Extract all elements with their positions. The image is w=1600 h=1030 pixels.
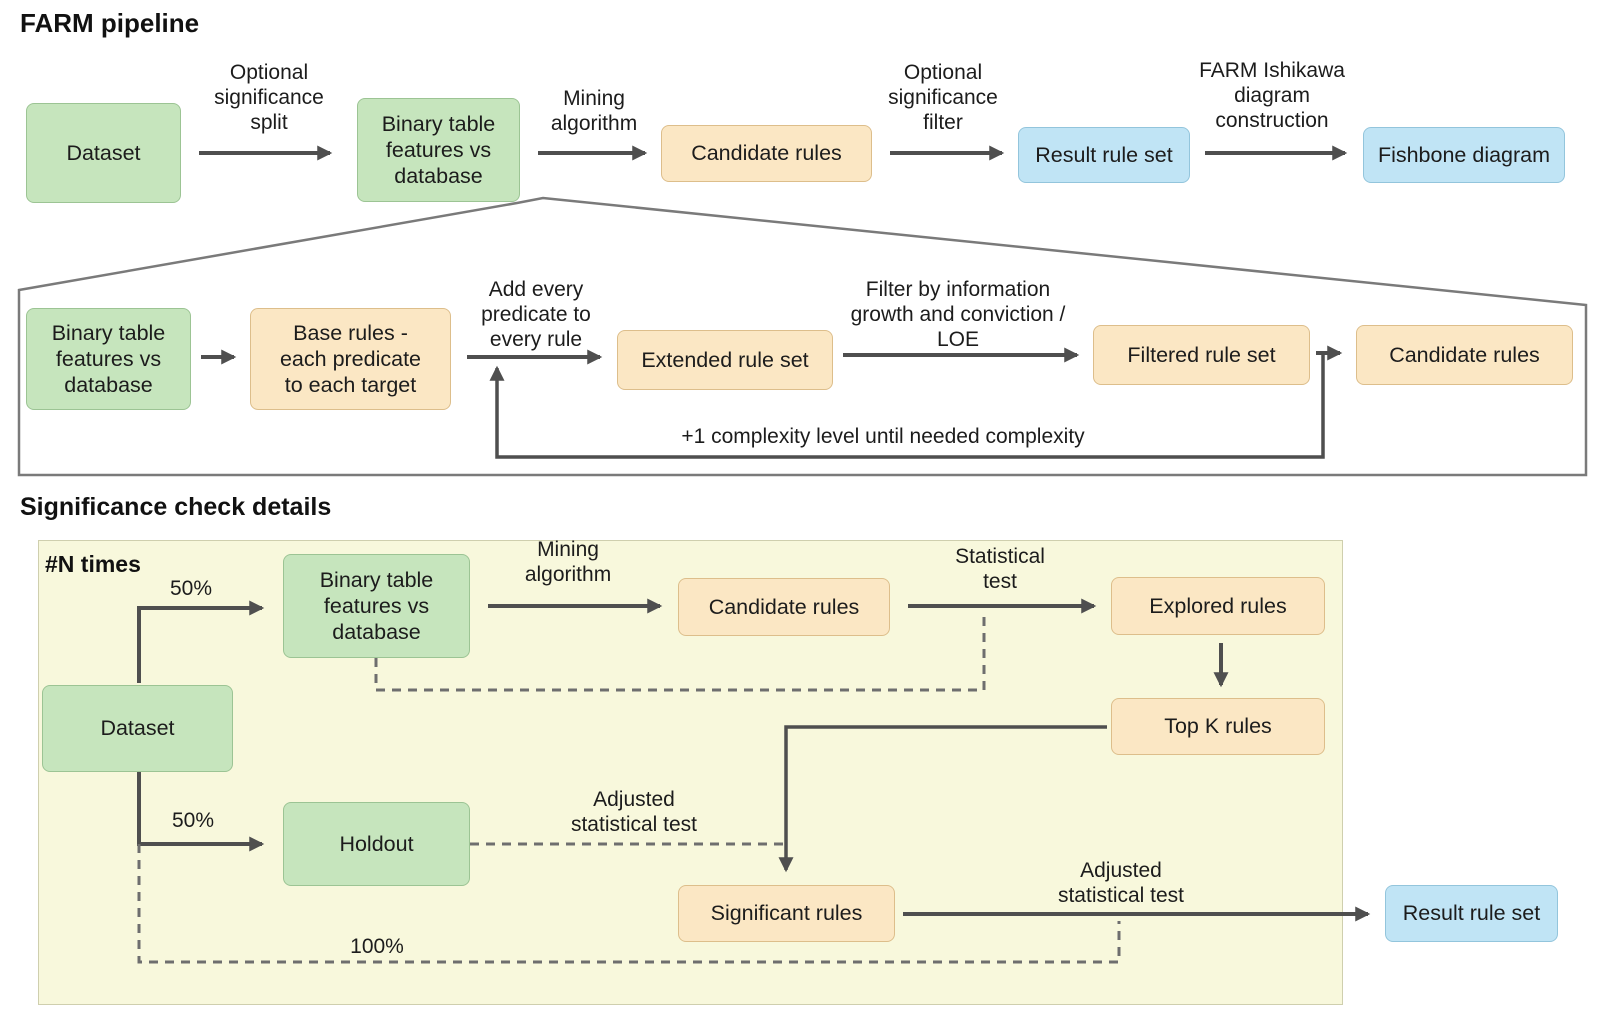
- node-binary-table-sig: Binary table features vs database: [283, 554, 470, 658]
- loop-label-complexity: +1 complexity level until needed complex…: [681, 425, 1085, 448]
- node-top-k-rules: Top K rules: [1111, 698, 1325, 755]
- node-dataset-sig: Dataset: [42, 685, 233, 772]
- edge-label-mining-algorithm: Mining algorithm: [550, 87, 638, 136]
- page-title: FARM pipeline: [20, 8, 200, 38]
- n-times-label: #N times: [45, 551, 141, 577]
- edge-label-filter-information-growth: Filter by information growth and convict…: [850, 278, 1066, 352]
- edge-label-adjusted-test-result: Adjusted statistical test: [1057, 859, 1185, 908]
- edge-label-adjusted-test-holdout: Adjusted statistical test: [570, 788, 698, 837]
- dashed-binary-to-stat-test: [374, 612, 986, 692]
- zoom-trapezoid: [17, 196, 1588, 477]
- split-label-100: 100%: [350, 935, 404, 958]
- arrow-topk-to-significant: [778, 725, 1107, 873]
- node-extended-rule-set: Extended rule set: [617, 330, 833, 390]
- edge-label-mining-algorithm-sig: Mining algorithm: [524, 538, 612, 587]
- node-candidate-rules: Candidate rules: [661, 125, 872, 182]
- edge-label-ishikawa-construction: FARM Ishikawa diagram construction: [1199, 59, 1345, 133]
- node-filtered-rule-set: Filtered rule set: [1093, 325, 1310, 385]
- node-result-rule-set: Result rule set: [1018, 127, 1190, 183]
- node-candidate-rules-sig: Candidate rules: [678, 578, 890, 636]
- edge-label-significance-split: Optional significance split: [214, 61, 324, 135]
- node-explored-rules: Explored rules: [1111, 577, 1325, 635]
- significance-title: Significance check details: [20, 493, 332, 521]
- split-label-50-bottom: 50%: [171, 809, 215, 832]
- edge-label-significance-filter: Optional significance filter: [888, 61, 998, 135]
- node-significant-rules: Significant rules: [678, 885, 895, 942]
- edge-label-statistical-test: Statistical test: [955, 545, 1045, 594]
- arrow-complexity-loop: [489, 355, 1325, 459]
- node-result-rule-set-sig: Result rule set: [1385, 885, 1558, 942]
- edge-label-add-every-predicate: Add every predicate to every rule: [481, 278, 591, 352]
- node-binary-table: Binary table features vs database: [357, 98, 520, 202]
- node-fishbone-diagram: Fishbone diagram: [1363, 127, 1565, 183]
- node-dataset: Dataset: [26, 103, 181, 203]
- node-holdout: Holdout: [283, 802, 470, 886]
- node-base-rules: Base rules - each predicate to each targ…: [250, 308, 451, 410]
- dashed-100pct-to-adjusted-test: [137, 844, 1121, 964]
- arrow-dataset-split-top: [137, 600, 265, 683]
- split-label-50-top: 50%: [169, 577, 213, 600]
- node-binary-table-detail: Binary table features vs database: [26, 308, 191, 410]
- node-candidate-rules-detail: Candidate rules: [1356, 325, 1573, 385]
